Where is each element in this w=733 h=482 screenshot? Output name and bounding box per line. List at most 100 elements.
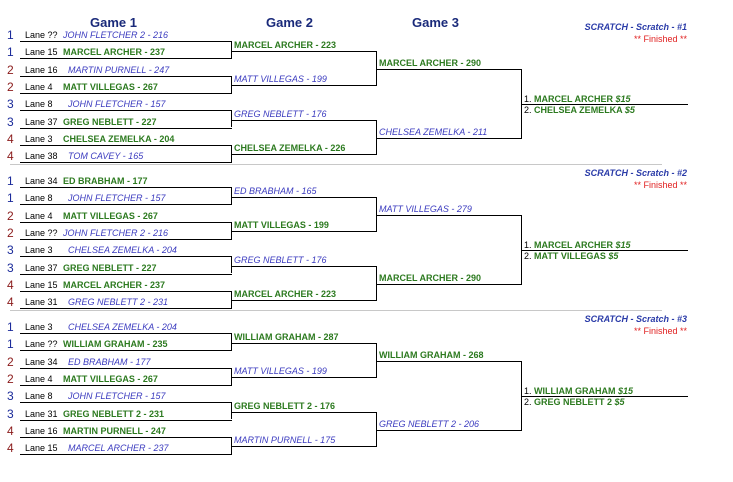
seed-number: 3 xyxy=(7,406,14,421)
seed-number: 3 xyxy=(7,97,14,112)
game3-result[interactable]: MATT VILLEGAS - 279 xyxy=(379,203,472,214)
game2-result[interactable]: GREG NEBLETT - 176 xyxy=(234,254,327,265)
bowler-name[interactable]: GREG NEBLETT - 227 xyxy=(63,262,157,273)
seed-number: 2 xyxy=(7,208,14,223)
game2-result[interactable]: MATT VILLEGAS - 199 xyxy=(234,74,327,85)
bracket-line xyxy=(377,284,522,286)
prize-place: 1. xyxy=(524,239,535,250)
prize-amount: $15 xyxy=(618,385,634,396)
bowler-name[interactable]: MARCEL ARCHER - 237 xyxy=(68,443,169,454)
bracket-line xyxy=(20,402,232,404)
game2-result[interactable]: MARCEL ARCHER - 223 xyxy=(234,289,337,300)
bowler-name[interactable]: MARCEL ARCHER - 237 xyxy=(63,47,166,58)
bracket-line xyxy=(20,256,232,258)
seed-number: 3 xyxy=(7,389,14,404)
bracket-line xyxy=(232,50,377,52)
bracket-line xyxy=(20,144,232,146)
prize-place: 1. xyxy=(524,93,535,104)
lane-label: Lane 34 xyxy=(25,176,58,186)
game3-result[interactable]: MARCEL ARCHER - 290 xyxy=(379,273,482,284)
lane-label: Lane 16 xyxy=(25,425,58,436)
bowler-name[interactable]: JOHN FLETCHER - 157 xyxy=(68,391,166,402)
seed-number: 3 xyxy=(7,243,14,258)
bracket-line xyxy=(232,377,377,379)
game2-result[interactable]: CHELSEA ZEMELKA - 226 xyxy=(234,143,346,154)
bowler-name[interactable]: TOM CAVEY - 165 xyxy=(68,151,144,162)
bracket-line xyxy=(377,430,522,432)
bracket-status: ** Finished ** xyxy=(633,326,687,336)
game2-result[interactable]: GREG NEBLETT 2 - 176 xyxy=(234,400,336,411)
game3-result[interactable]: CHELSEA ZEMELKA - 211 xyxy=(379,127,488,138)
bracket-line xyxy=(20,162,232,164)
bowler-name[interactable]: MATT VILLEGAS - 267 xyxy=(63,81,158,92)
bowler-name[interactable]: JOHN FLETCHER 2 - 216 xyxy=(63,227,169,238)
bowler-name[interactable]: CHELSEA ZEMELKA - 204 xyxy=(68,322,177,332)
game3-result[interactable]: WILLIAM GRAHAM - 268 xyxy=(379,349,484,360)
lane-label: Lane 31 xyxy=(25,297,58,308)
bowler-name[interactable]: MATT VILLEGAS - 267 xyxy=(63,210,158,221)
bowler-name[interactable]: MARTIN PURNELL - 247 xyxy=(68,64,170,75)
bracket-line xyxy=(20,41,232,42)
seed-number: 1 xyxy=(7,45,14,60)
bowler-name[interactable]: CHELSEA ZEMELKA - 204 xyxy=(68,245,177,256)
prize-place: 1. xyxy=(524,385,535,396)
seed-number: 4 xyxy=(7,277,14,292)
lane-label: Lane 4 xyxy=(25,210,53,221)
bracket-line xyxy=(20,350,232,352)
seed-number: 2 xyxy=(7,79,14,94)
bracket-title: SCRATCH - Scratch - #3 xyxy=(584,314,687,324)
game3-result[interactable]: GREG NEBLETT 2 - 206 xyxy=(379,419,480,430)
section-divider xyxy=(10,164,662,165)
bowler-name[interactable]: MATT VILLEGAS - 267 xyxy=(63,373,158,384)
bracket-line xyxy=(232,300,377,302)
game2-result[interactable]: ED BRABHAM - 165 xyxy=(234,185,317,196)
bracket-line xyxy=(231,290,232,309)
bracket-line xyxy=(522,249,688,251)
seed-number: 4 xyxy=(7,423,14,438)
lane-label: Lane 8 xyxy=(25,193,53,204)
game2-result[interactable]: MATT VILLEGAS - 199 xyxy=(234,220,329,231)
bowler-name[interactable]: JOHN FLETCHER 2 - 216 xyxy=(63,30,169,40)
bowler-name[interactable]: JOHN FLETCHER - 157 xyxy=(68,99,166,110)
seed-number: 2 xyxy=(7,62,14,77)
bracket-line xyxy=(231,41,232,59)
bowler-name[interactable]: MARCEL ARCHER - 237 xyxy=(63,279,166,290)
seed-number: 2 xyxy=(7,354,14,369)
prize-place: 2. xyxy=(524,250,535,261)
lane-label: Lane 8 xyxy=(25,391,53,402)
prize-amount: $5 xyxy=(614,396,625,407)
lane-label: Lane ?? xyxy=(25,30,58,40)
bracket-line xyxy=(20,384,232,386)
game2-result[interactable]: MATT VILLEGAS - 199 xyxy=(234,366,327,377)
seed-number: 2 xyxy=(7,225,14,240)
lane-label: Lane 37 xyxy=(25,262,58,273)
bowler-name[interactable]: CHELSEA ZEMELKA - 204 xyxy=(63,133,175,144)
game2-result[interactable]: MARCEL ARCHER - 223 xyxy=(234,39,337,50)
game3-result[interactable]: MARCEL ARCHER - 290 xyxy=(379,57,482,68)
bowler-name[interactable]: GREG NEBLETT 2 - 231 xyxy=(63,408,165,419)
bowler-name[interactable]: GREG NEBLETT - 227 xyxy=(63,116,157,127)
bracket-line xyxy=(377,214,522,216)
game2-result[interactable]: MARTIN PURNELL - 175 xyxy=(234,435,336,446)
seed-number: 1 xyxy=(7,28,14,42)
bracket-line xyxy=(522,103,688,105)
bowler-name[interactable]: MARTIN PURNELL - 247 xyxy=(63,425,166,436)
bracket-line xyxy=(232,154,377,156)
bowler-name[interactable]: ED BRABHAM - 177 xyxy=(63,176,148,186)
bracket-line xyxy=(376,50,377,86)
bracket-line xyxy=(20,110,232,112)
seed-number: 3 xyxy=(7,114,14,129)
bracket-line xyxy=(20,75,232,77)
prize-winner: GREG NEBLETT 2 xyxy=(534,396,615,407)
bowler-name[interactable]: JOHN FLETCHER - 157 xyxy=(68,193,166,204)
lane-label: Lane 37 xyxy=(25,116,58,127)
bowler-name[interactable]: GREG NEBLETT 2 - 231 xyxy=(68,297,169,308)
bracket-line xyxy=(20,308,232,310)
bowler-name[interactable]: ED BRABHAM - 177 xyxy=(68,356,151,367)
bracket-line xyxy=(521,360,522,431)
bowler-name[interactable]: WILLIAM GRAHAM - 235 xyxy=(63,339,168,350)
lane-label: Lane 3 xyxy=(25,245,53,256)
game2-result[interactable]: GREG NEBLETT - 176 xyxy=(234,108,327,119)
game2-result[interactable]: WILLIAM GRAHAM - 287 xyxy=(234,331,339,342)
bracket-line xyxy=(20,187,232,188)
